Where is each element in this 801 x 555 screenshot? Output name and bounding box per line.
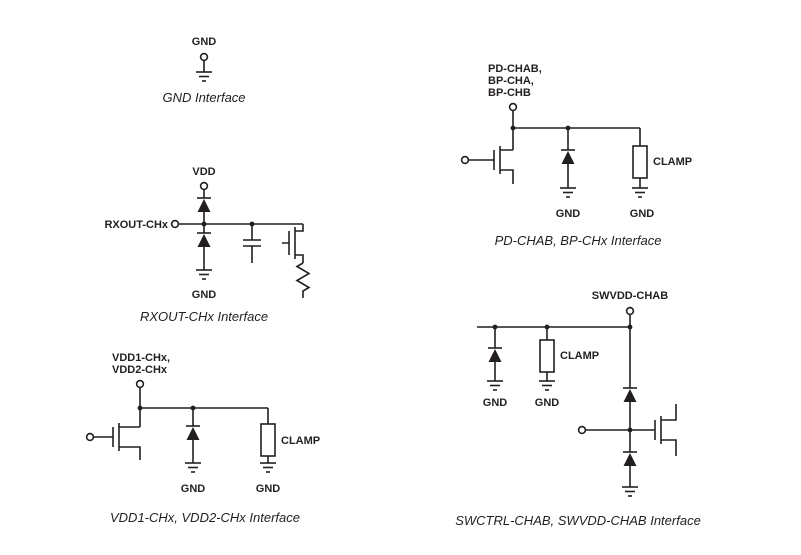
junction-dot [627,324,633,330]
junction-dot [510,125,516,131]
resistor-icon [295,262,311,298]
gnd-interface-circuit: GND GND Interface [162,36,245,105]
clamp-label: CLAMP [560,350,599,362]
terminal-icon [199,52,209,62]
circuit-caption: GND Interface [162,90,245,105]
bpcha-pin-label: BP-CHA, [488,75,534,87]
gnd-label: GND [535,397,560,409]
junction-dot [249,221,255,227]
clamp-label: CLAMP [653,156,692,168]
vdd2-pin-label: VDD2-CHx [112,364,168,376]
pd-interface-circuit: PD-CHAB, BP-CHA, BP-CHB GND CLAMP GND PD… [460,63,692,248]
circuit-caption: PD-CHAB, BP-CHx Interface [495,233,662,248]
mosfet-icon [93,423,141,460]
gnd-label: GND [256,483,281,495]
pd-pin-label: PD-CHAB, [488,63,542,75]
terminal-icon [577,425,587,435]
circuit-caption: RXOUT-CHx Interface [140,309,268,324]
gnd-label: GND [181,483,206,495]
wire [178,189,303,270]
gnd-label: GND [192,289,217,301]
circuit-caption: SWCTRL-CHAB, SWVDD-CHAB Interface [455,513,701,528]
gnd-label: GND [630,208,655,220]
clamp-box [260,423,276,457]
terminal-icon [508,102,518,112]
terminal-icon [460,155,470,165]
mosfet-icon [654,404,677,456]
circuit-caption: VDD1-CHx, VDD2-CHx Interface [110,510,300,525]
rxout-interface-circuit: VDD RXOUT-CHx GND RXOUT-CHx Interface [104,166,311,324]
capacitor-icon [243,239,261,247]
bpchb-pin-label: BP-CHB [488,87,531,99]
vdd-pin-label: VDD [192,166,215,178]
terminal-icon [199,181,209,191]
junction-dot [201,221,207,227]
gnd-label: GND [483,397,508,409]
mosfet-icon [468,146,514,184]
sw-interface-circuit: SWVDD-CHAB GND CLAMP GND SWCTRL-CHAB, SW… [455,290,701,528]
clamp-box [539,339,555,373]
terminal-icon [85,432,95,442]
junction-dot [544,324,550,330]
junction-dot [565,125,571,131]
clamp-box [632,145,648,179]
terminal-icon [135,379,145,389]
rxout-pin-label: RXOUT-CHx [104,219,168,231]
mosfet-icon [282,224,304,263]
clamp-label: CLAMP [281,435,320,447]
junction-dot [190,405,196,411]
gnd-pin-label: GND [192,36,217,48]
swvdd-pin-label: SWVDD-CHAB [592,290,668,302]
terminal-icon [625,306,635,316]
terminal-icon [170,219,180,229]
gnd-label: GND [556,208,581,220]
vdd1-pin-label: VDD1-CHx, [112,352,170,364]
vdd-interface-circuit: VDD1-CHx, VDD2-CHx GND CLAMP GND VDD1-CH… [85,352,320,525]
wire [477,314,655,487]
junction-dot [627,427,633,433]
junction-dot [492,324,498,330]
junction-dot [137,405,143,411]
